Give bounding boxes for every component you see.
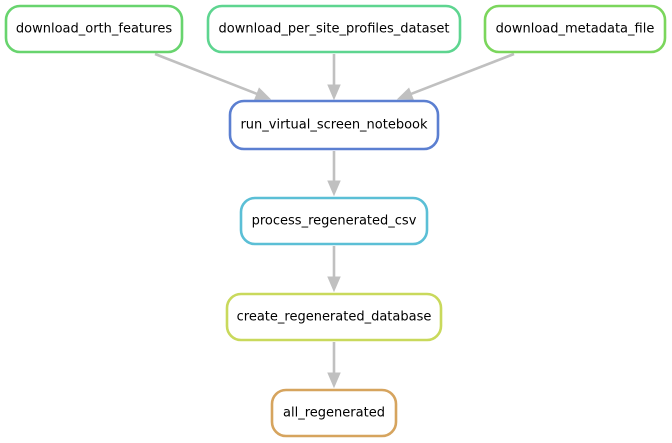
node-box[interactable] xyxy=(228,99,440,151)
arrowhead-icon xyxy=(254,87,272,101)
edge-n4-n5 xyxy=(327,246,341,293)
edge-n2-n3 xyxy=(396,52,515,101)
arrowhead-icon xyxy=(327,276,341,293)
node-label: all_regenerated xyxy=(283,406,385,421)
arrowhead-icon xyxy=(327,84,341,101)
arrowhead-icon xyxy=(327,372,341,389)
node-box[interactable] xyxy=(225,292,443,342)
edge-line xyxy=(410,52,515,96)
node-n6[interactable]: all_regenerated xyxy=(270,388,398,438)
edge-n5-n6 xyxy=(327,342,341,389)
nodes-layer: download_orth_features download_per_site_… xyxy=(4,4,667,438)
node-label: process_regenerated_csv xyxy=(252,214,417,229)
arrowhead-icon xyxy=(396,87,414,101)
edge-n3-n4 xyxy=(327,151,341,197)
edge-line xyxy=(154,52,258,96)
node-n5[interactable]: create_regenerated_database xyxy=(225,292,443,342)
node-box[interactable] xyxy=(239,196,429,246)
node-n1[interactable]: download_per_site_profiles_dataset xyxy=(206,4,462,54)
edges-layer xyxy=(154,52,515,389)
arrowhead-icon xyxy=(327,180,341,197)
node-n4[interactable]: process_regenerated_csv xyxy=(239,196,429,246)
edge-n1-n3 xyxy=(327,54,341,101)
node-box[interactable] xyxy=(483,4,667,54)
node-box[interactable] xyxy=(4,4,184,54)
node-label: download_per_site_profiles_dataset xyxy=(219,22,450,37)
node-label: download_orth_features xyxy=(16,22,172,37)
node-n2[interactable]: download_metadata_file xyxy=(483,4,667,54)
node-n0[interactable]: download_orth_features xyxy=(4,4,184,54)
node-box[interactable] xyxy=(206,4,462,54)
node-n3[interactable]: run_virtual_screen_notebook xyxy=(228,99,440,151)
node-box[interactable] xyxy=(270,388,398,438)
node-label: download_metadata_file xyxy=(496,22,655,37)
edge-n0-n3 xyxy=(154,52,272,101)
node-label: run_virtual_screen_notebook xyxy=(240,118,428,133)
node-label: create_regenerated_database xyxy=(237,310,432,325)
